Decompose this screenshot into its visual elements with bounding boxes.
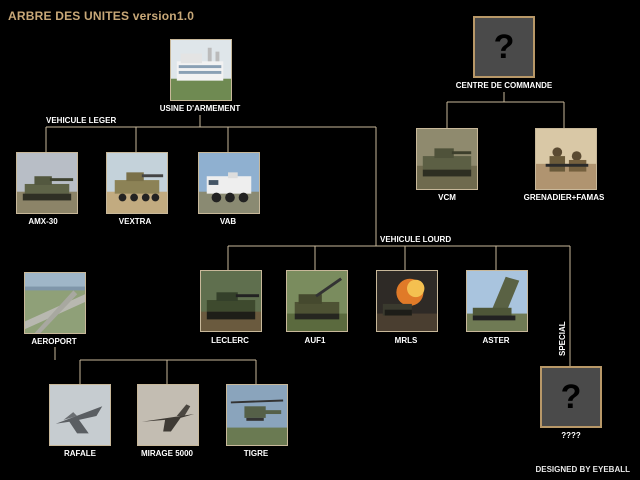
tigre-helicopter-image bbox=[227, 385, 287, 445]
centre-commande-unknown-tile[interactable]: ? bbox=[473, 16, 535, 78]
centre-commande-label: CENTRE DE COMMANDE bbox=[455, 81, 553, 90]
grenadier-famas-tile[interactable] bbox=[535, 128, 597, 190]
page-title: ARBRE DES UNITES version1.0 bbox=[8, 9, 195, 23]
group-label-special: SPECIAL bbox=[558, 321, 567, 356]
vextra-vehicle-image bbox=[107, 153, 167, 213]
leclerc-label: LECLERC bbox=[211, 336, 249, 345]
leclerc-tile[interactable] bbox=[200, 270, 262, 332]
aeroport-tile[interactable] bbox=[24, 272, 86, 334]
special-unknown-label: ???? bbox=[561, 431, 581, 440]
leclerc-tank-image bbox=[201, 271, 261, 331]
vab-label: VAB bbox=[219, 217, 237, 226]
aster-missile-image bbox=[467, 271, 527, 331]
mrls-tile[interactable] bbox=[376, 270, 438, 332]
auf1-artillery-image bbox=[287, 271, 347, 331]
tigre-label: TIGRE bbox=[243, 449, 269, 458]
aster-label: ASTER bbox=[482, 336, 510, 345]
mirage-5000-label: MIRAGE 5000 bbox=[140, 449, 194, 458]
vab-tile[interactable] bbox=[198, 152, 260, 214]
grenadier-soldiers-image bbox=[536, 129, 596, 189]
vab-vehicle-image bbox=[199, 153, 259, 213]
auf1-label: AUF1 bbox=[304, 336, 326, 345]
amx-30-tank-image bbox=[17, 153, 77, 213]
mrls-label: MRLS bbox=[394, 336, 418, 345]
mrls-rocket-launcher-image bbox=[377, 271, 437, 331]
auf1-tile[interactable] bbox=[286, 270, 348, 332]
usine-armement-label: USINE D'ARMEMENT bbox=[159, 104, 241, 113]
vcm-label: VCM bbox=[438, 193, 456, 202]
designer-credit: DESIGNED BY EYEBALL bbox=[535, 465, 630, 474]
factory-image bbox=[171, 40, 231, 100]
airport-aerial-image bbox=[25, 273, 85, 333]
vextra-label: VEXTRA bbox=[118, 217, 152, 226]
rafale-tile[interactable] bbox=[49, 384, 111, 446]
tigre-tile[interactable] bbox=[226, 384, 288, 446]
mirage-jet-image bbox=[138, 385, 198, 445]
rafale-label: RAFALE bbox=[64, 449, 96, 458]
special-unknown-tile[interactable]: ? bbox=[540, 366, 602, 428]
question-mark-icon: ? bbox=[560, 377, 582, 416]
amx-30-tile[interactable] bbox=[16, 152, 78, 214]
mirage-5000-tile[interactable] bbox=[137, 384, 199, 446]
group-label-light: VEHICULE LEGER bbox=[46, 116, 117, 125]
aeroport-label: AEROPORT bbox=[31, 337, 77, 346]
vcm-vehicle-image bbox=[417, 129, 477, 189]
question-mark-icon: ? bbox=[493, 27, 515, 66]
usine-armement-tile[interactable] bbox=[170, 39, 232, 101]
rafale-jet-image bbox=[50, 385, 110, 445]
vextra-tile[interactable] bbox=[106, 152, 168, 214]
grenadier-famas-label: GRENADIER+FAMAS bbox=[523, 193, 605, 202]
vcm-tile[interactable] bbox=[416, 128, 478, 190]
aster-tile[interactable] bbox=[466, 270, 528, 332]
amx-30-label: AMX-30 bbox=[28, 217, 58, 226]
group-label-heavy: VEHICULE LOURD bbox=[380, 235, 452, 244]
